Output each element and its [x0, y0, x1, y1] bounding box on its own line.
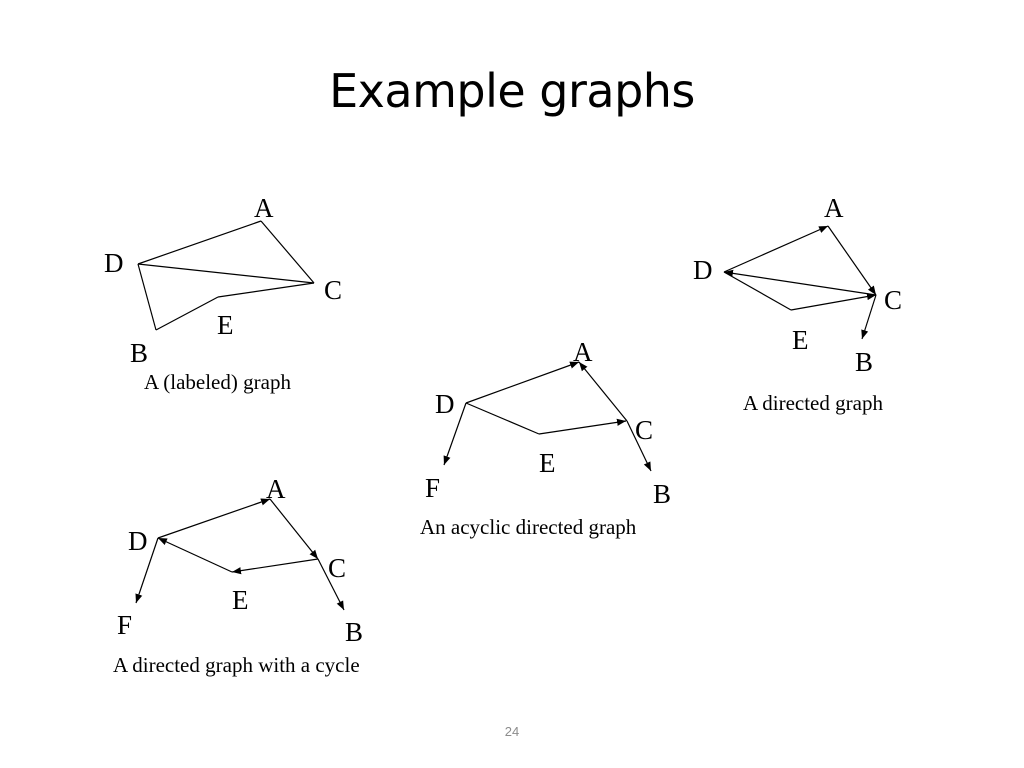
edge-d-a [157, 498, 271, 539]
edge-c-a [578, 361, 628, 422]
node-f: F [425, 473, 440, 503]
page-number: 24 [504, 724, 520, 739]
node-e: E [217, 310, 234, 340]
edge-b-e [155, 296, 219, 331]
node-b: B [653, 479, 671, 509]
graph-labeled: A D C E B A (labeled) graph [104, 193, 342, 394]
caption-cycle: A directed graph with a cycle [113, 653, 360, 677]
edge-d-a [465, 361, 580, 404]
graph-cycle-edges [135, 498, 345, 611]
node-d: D [435, 389, 455, 419]
caption-directed: A directed graph [743, 391, 883, 415]
node-b: B [855, 347, 873, 377]
node-d: D [104, 248, 124, 278]
node-c: C [324, 275, 342, 305]
edge-a-c [260, 220, 315, 284]
edge-c-b [626, 420, 652, 472]
edge-d-a [137, 220, 262, 265]
node-c: C [884, 285, 902, 315]
graph-acyclic: A D C E F B An acyclic directed graph [420, 337, 671, 539]
graph-directed: A D C E B A directed graph [693, 193, 902, 415]
node-d: D [693, 255, 713, 285]
edge-d-e [465, 402, 540, 435]
edge-a-c [827, 225, 877, 296]
edge-e-c [538, 418, 627, 435]
node-a: A [573, 337, 593, 367]
node-b: B [345, 617, 363, 647]
node-a: A [254, 193, 274, 223]
edge-d-f [443, 402, 467, 466]
node-f: F [117, 610, 132, 640]
edge-d-c [137, 263, 315, 284]
edge-c-d [723, 269, 877, 296]
graph-directed-edges [723, 225, 877, 340]
edge-c-b [317, 558, 345, 611]
caption-labeled: A (labeled) graph [144, 370, 291, 394]
edge-e-c [790, 293, 877, 311]
node-d: D [128, 526, 148, 556]
node-c: C [635, 415, 653, 445]
edge-e-c [217, 282, 315, 298]
caption-acyclic: An acyclic directed graph [420, 515, 637, 539]
edge-d-a [723, 225, 829, 273]
node-a: A [266, 474, 286, 504]
edge-d-e [723, 271, 792, 311]
node-e: E [792, 325, 809, 355]
edge-d-b [137, 263, 157, 331]
edge-a-c [269, 498, 319, 560]
slide-title: Example graphs [329, 64, 695, 118]
edge-c-e [231, 558, 319, 575]
node-c: C [328, 553, 346, 583]
edge-c-b [861, 294, 877, 340]
graph-labeled-edges [137, 220, 315, 331]
graph-cycle: A D C E F B A directed graph with a cycl… [113, 474, 363, 677]
graph-acyclic-edges [443, 361, 652, 472]
node-e: E [232, 585, 249, 615]
edge-e-d [157, 537, 233, 573]
node-b: B [130, 338, 148, 368]
edge-d-f [135, 537, 159, 604]
node-e: E [539, 448, 556, 478]
node-a: A [824, 193, 844, 223]
